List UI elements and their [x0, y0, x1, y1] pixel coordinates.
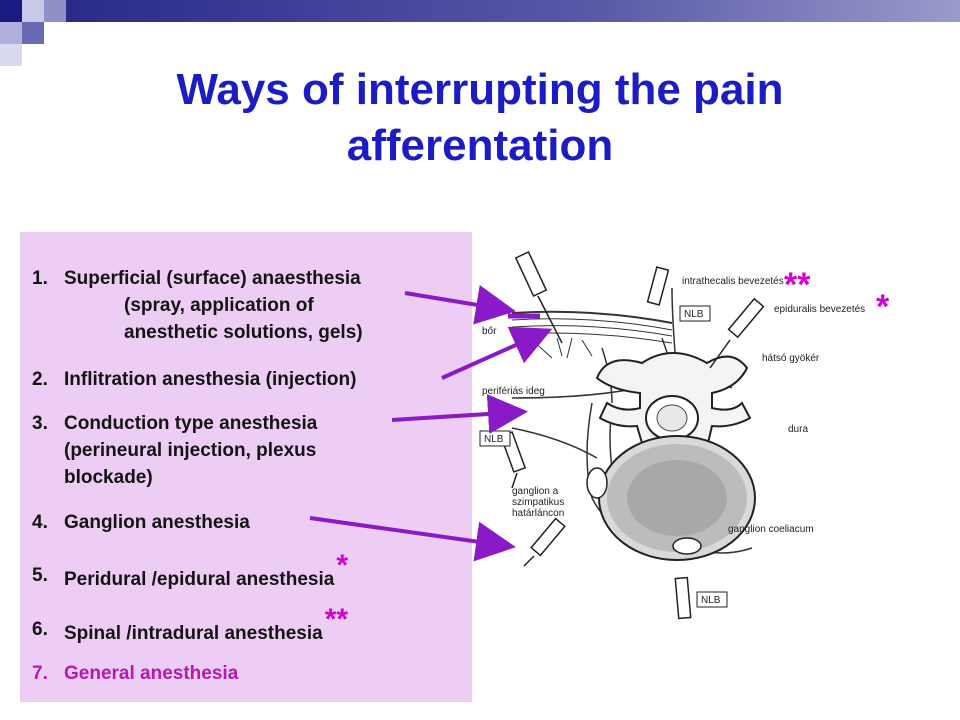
item-text: Inflitration anesthesia (injection) [64, 369, 357, 390]
item-text: blockade) [64, 467, 153, 488]
methods-panel: 1. Superficial (surface) anaesthesia (sp… [20, 232, 472, 702]
skin-layer [511, 310, 673, 359]
vertebra [595, 352, 756, 561]
nlb-label: NLB [701, 595, 721, 606]
skin-label: bőr [482, 326, 497, 337]
item-text: (spray, application of [124, 295, 314, 316]
title-line: afferentation [346, 121, 614, 170]
item-text: anesthetic solutions, gels) [124, 322, 363, 343]
corner-square [0, 44, 22, 66]
nlb-box: NLB [479, 430, 511, 447]
spinal-marker: ** [324, 603, 349, 636]
ganglion-label: szimpatikus [512, 497, 564, 508]
corner-square [44, 0, 66, 22]
item-text: (perineural injection, plexus [64, 440, 317, 461]
item-number: 5. [32, 565, 48, 586]
nlb-box: NLB [696, 591, 728, 608]
item-text: Conduction type anesthesia [64, 413, 318, 434]
dura-label: dura [788, 424, 808, 435]
epidural-marker: * [336, 549, 349, 582]
nlb-label: NLB [684, 309, 704, 320]
top-bar [66, 0, 960, 22]
syringe [646, 266, 670, 306]
corner-square [22, 0, 44, 22]
item-number: 4. [32, 512, 48, 533]
nlb-box: NLB [679, 305, 711, 322]
peripheral-nerve-label: perifériás ideg [482, 386, 545, 397]
coeliac-ganglion-label: ganglion coeliacum [728, 524, 814, 535]
syringe [523, 517, 566, 567]
item-number: 1. [32, 268, 48, 289]
dorsal-root-label: hátsó gyökér [762, 353, 820, 364]
title-line: Ways of interrupting the pain [176, 65, 784, 114]
syringe [674, 576, 692, 620]
ganglion-label: határláncon [512, 508, 564, 519]
item-text: General anesthesia [64, 663, 239, 684]
item-text: Superficial (surface) anaesthesia [64, 268, 361, 289]
item-number: 7. [32, 663, 48, 684]
ganglion-label: ganglion a [512, 486, 559, 497]
ganglia [586, 467, 702, 555]
corner-square [0, 22, 22, 44]
item-number: 6. [32, 619, 48, 640]
intrathecal-label: intrathecalis bevezetés [682, 276, 784, 287]
epidural-label: epiduralis bevezetés [774, 304, 865, 315]
syringe [709, 297, 765, 369]
epidural-marker-diagram: * [876, 288, 890, 326]
nlb-label: NLB [484, 434, 504, 445]
item-text: Ganglion anesthesia [64, 512, 250, 533]
syringe [514, 251, 563, 344]
item-text: Spinal /intradural anesthesia [64, 623, 323, 644]
item-number: 2. [32, 369, 48, 390]
spinal-marker-diagram: ** [784, 266, 811, 304]
spinal-anatomy-diagram: NLB NLB NLB intrathecalis bevezetés epid… [479, 251, 865, 620]
item-number: 3. [32, 413, 48, 434]
corner-square [0, 0, 22, 22]
corner-square [22, 22, 44, 44]
page-title: Ways of interrupting the pain afferentat… [60, 62, 900, 174]
item-text: Peridural /epidural anesthesia [64, 569, 335, 590]
